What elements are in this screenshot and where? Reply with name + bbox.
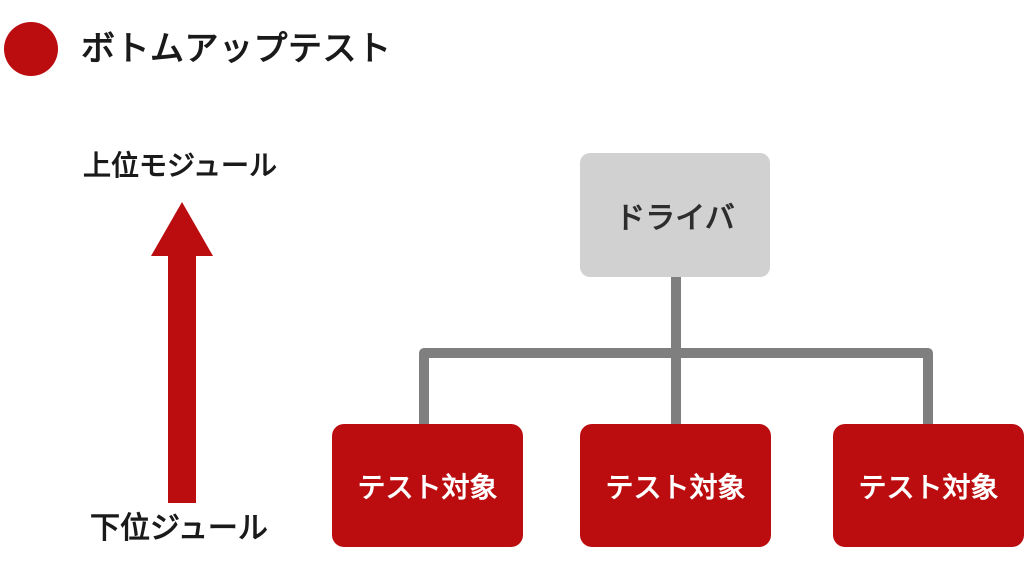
- lower-module-label: 下位ジュール: [90, 512, 268, 545]
- page-title: ボトムアップテスト: [81, 30, 392, 68]
- red-circle-bullet-icon: [4, 22, 58, 76]
- test-target-node-3: テスト対象: [833, 424, 1024, 547]
- test-target-node-2: テスト対象: [580, 424, 771, 547]
- upper-module-label: 上位モジュール: [83, 150, 278, 181]
- driver-node: ドライバ: [580, 153, 770, 277]
- connector-lines: [419, 270, 933, 430]
- test-target-node-1: テスト対象: [332, 424, 523, 547]
- up-arrow-icon: [151, 202, 213, 503]
